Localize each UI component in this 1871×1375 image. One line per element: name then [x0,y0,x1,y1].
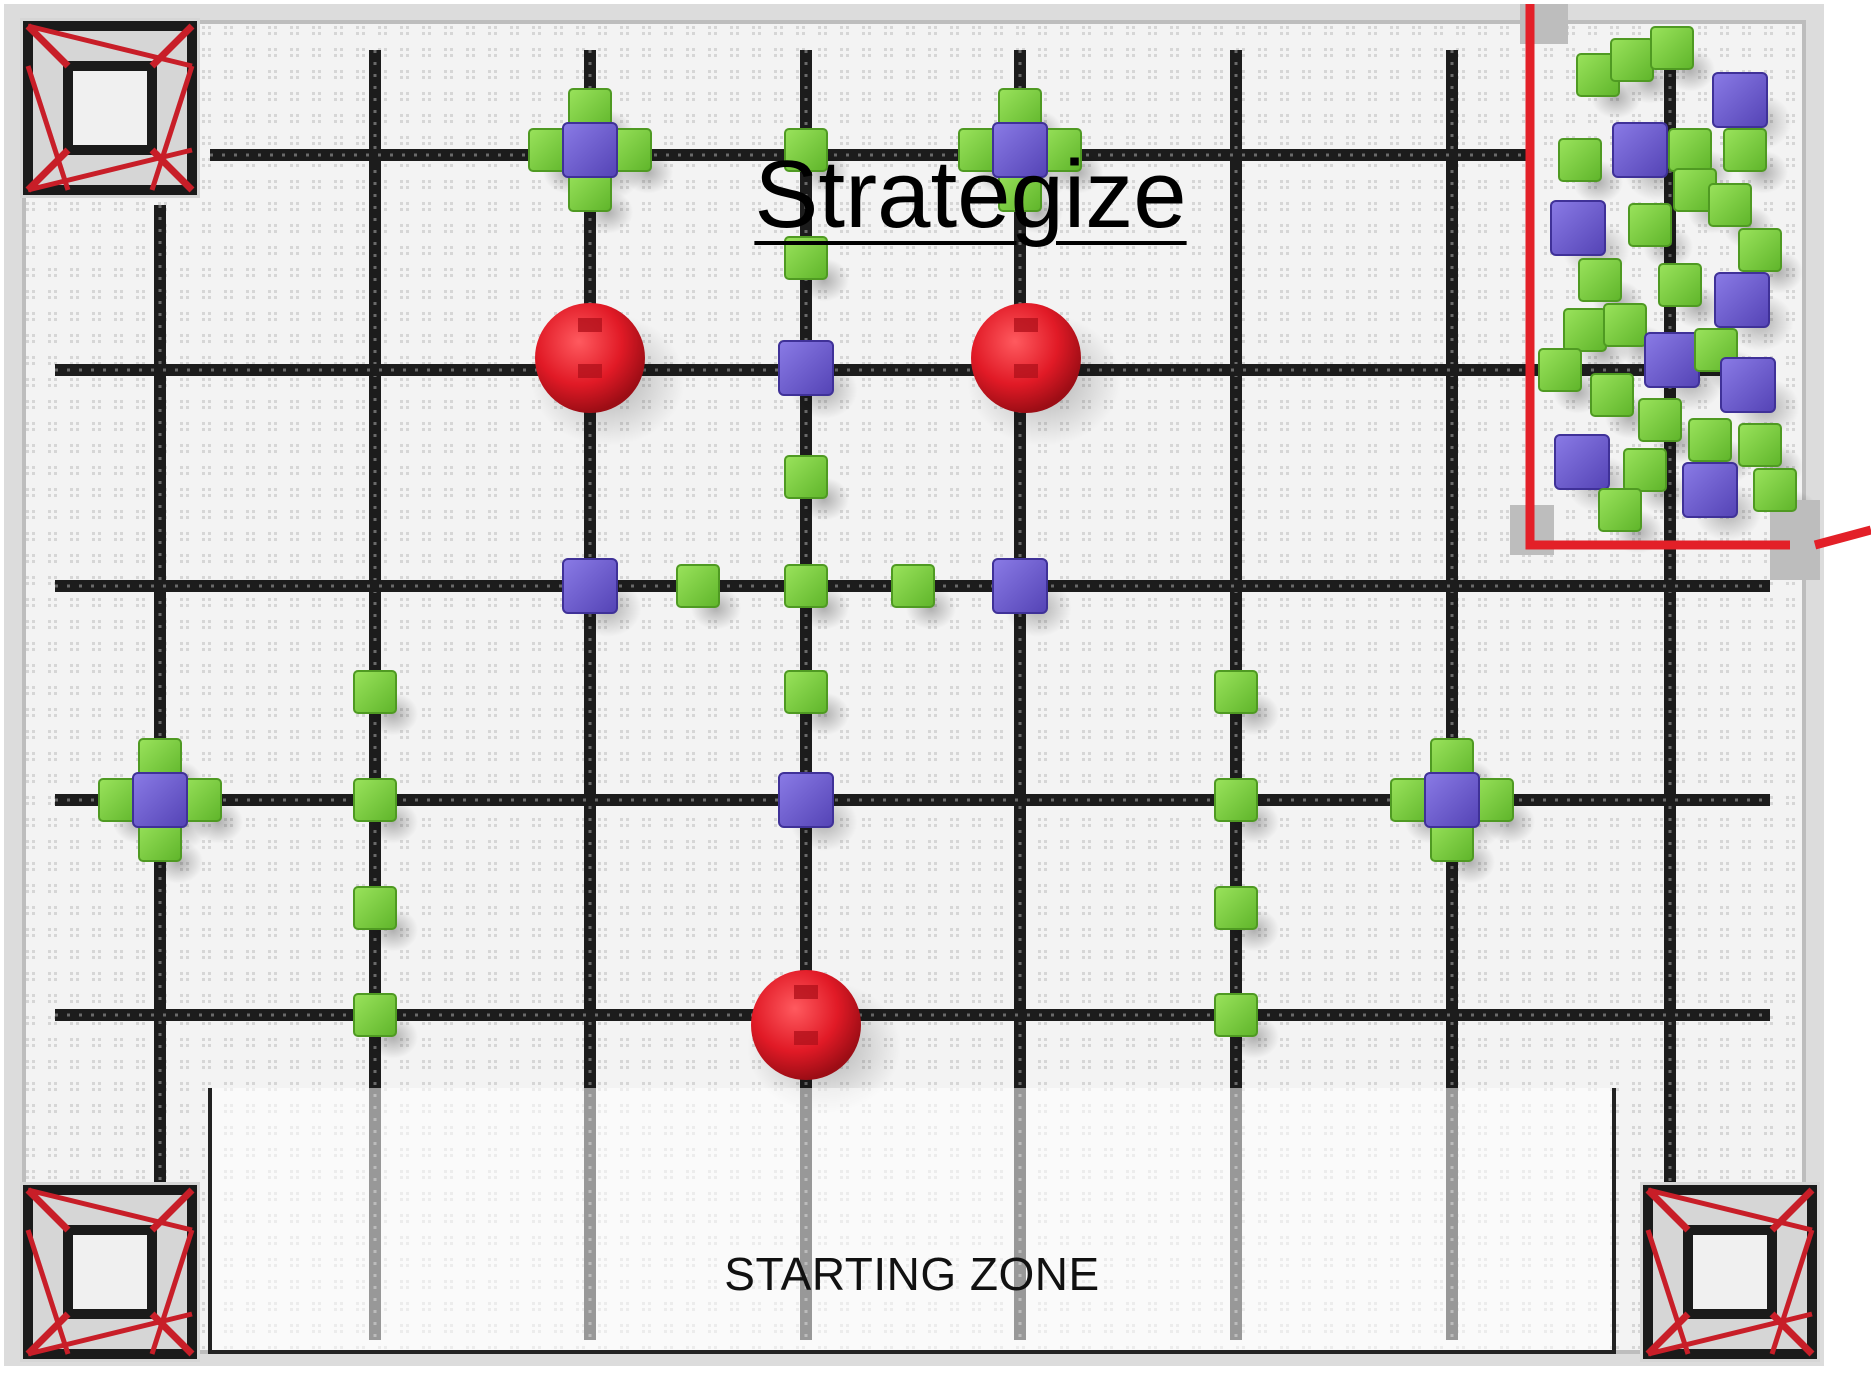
green-cube [1214,993,1258,1037]
purple-cube [1720,357,1776,413]
goal-frame-inner [63,61,157,155]
purple-cube [1712,72,1768,128]
goal-brace [1645,1311,1691,1357]
goal-brace [1769,1229,1815,1355]
purple-cube [992,558,1048,614]
goal-brace [27,23,193,69]
goal-brace [25,65,71,191]
goal-frame-inner [1683,1225,1777,1319]
green-cube [1214,670,1258,714]
barrier-post [1770,500,1820,580]
red-ball [535,303,645,413]
green-cube [784,455,828,499]
green-cube [1650,26,1694,70]
red-ball-detail [578,318,602,332]
purple-cube [1714,272,1770,328]
green-cube [1658,263,1702,307]
starting-zone-label: STARTING ZONE [724,1248,1100,1300]
green-cube [1623,448,1667,492]
purple-cube [992,122,1048,178]
purple-cube [562,558,618,614]
goal-brace [1645,1229,1691,1355]
green-cube [1563,308,1607,352]
red-ball [751,970,861,1080]
green-cube [353,670,397,714]
purple-cube [1644,332,1700,388]
goal-bottom-left [20,1182,200,1362]
goal-bottom-right [1640,1182,1820,1362]
goal-brace [25,1187,71,1233]
purple-cube [778,340,834,396]
red-ball-detail [1014,364,1038,378]
starting-zone [208,1088,1616,1354]
red-ball-detail [578,364,602,378]
green-cube [353,778,397,822]
green-cube [1598,488,1642,532]
green-cube [1738,423,1782,467]
goal-brace [149,65,195,191]
goal-brace [27,1187,193,1233]
green-cube [1590,373,1634,417]
green-cube [1723,128,1767,172]
goal-brace [25,147,71,193]
barrier-rail [1525,4,1790,550]
green-cube [1214,778,1258,822]
green-cube [784,236,828,280]
green-cube [1538,348,1582,392]
goal-frame-outer [23,1185,197,1359]
page-title: Strategize [754,141,1187,248]
goal-frame-outer [23,21,197,195]
green-cube [784,564,828,608]
green-cube [353,993,397,1037]
goal-frame-outer [1643,1185,1817,1359]
goal-brace [149,1229,195,1355]
purple-cube [1424,772,1480,828]
purple-cube [778,772,834,828]
corner-goals [20,18,1820,1362]
purple-cube [132,772,188,828]
green-cube [1638,398,1682,442]
game-pieces [98,26,1797,1080]
green-cube [891,564,935,608]
barrier-cable [1813,525,1871,550]
goal-brace [1645,1187,1691,1233]
green-cube [1708,183,1752,227]
green-cube [353,886,397,930]
barrier-fence [1510,4,1871,580]
red-ball [971,303,1081,413]
purple-cube [1612,122,1668,178]
green-cube [1610,38,1654,82]
green-cube [784,670,828,714]
purple-cube [1682,462,1738,518]
goal-frame-inner [63,1225,157,1319]
green-cube [784,128,828,172]
goal-brace [25,23,71,69]
purple-cube [1550,200,1606,256]
green-cube [1628,203,1672,247]
red-ball-detail [794,985,818,999]
green-cube [1688,418,1732,462]
green-cube [1558,138,1602,182]
red-ball-detail [794,1031,818,1045]
purple-cube [1554,434,1610,490]
green-cube [676,564,720,608]
red-ball-detail [1014,318,1038,332]
green-cube [1214,886,1258,930]
green-cube [1753,468,1797,512]
goal-brace [25,1229,71,1355]
purple-cube [562,122,618,178]
green-cube [1578,258,1622,302]
green-cube [1738,228,1782,272]
goal-top-left [20,18,200,198]
goal-brace [1647,1187,1813,1233]
green-cube [1603,303,1647,347]
goal-brace [25,1311,71,1357]
